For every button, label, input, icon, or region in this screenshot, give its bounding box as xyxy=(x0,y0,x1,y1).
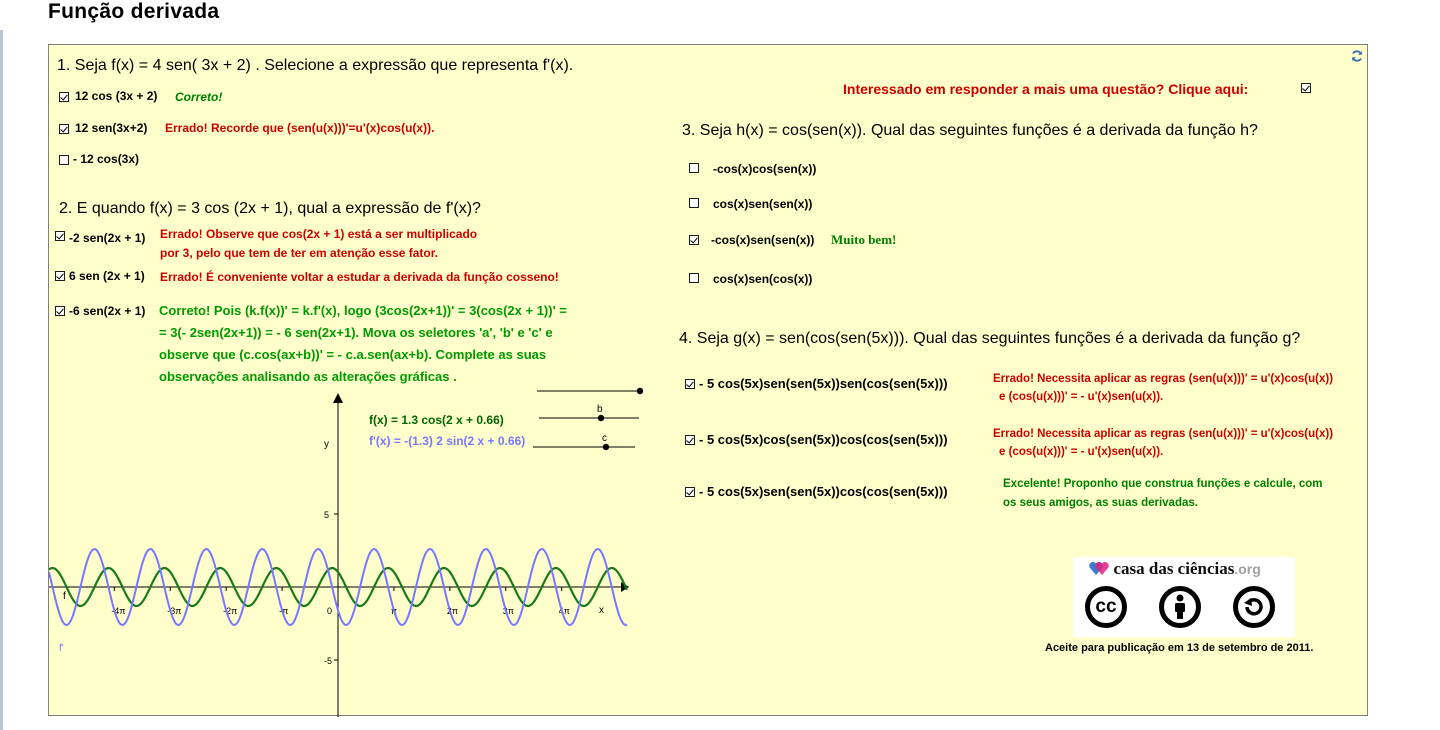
q1-title: 1. Seja f(x) = 4 sen( 3x + 2) . Selecion… xyxy=(57,57,574,74)
logo-name: casa das ciências xyxy=(1113,559,1235,578)
q3-option2-label: cos(x)sen(sen(x)) xyxy=(713,197,813,211)
q3-option3-feedback: Muito bem! xyxy=(831,232,897,247)
slider-b-handle[interactable] xyxy=(597,414,605,422)
more-questions-prompt: Interessado em responder a mais uma ques… xyxy=(843,81,1249,97)
x-tick-label: 0 xyxy=(327,606,332,616)
q4-option1-feedback-line2: e (cos(u(x)))' = - u'(x)sen(u(x)). xyxy=(999,391,1164,403)
q4-option3-checkbox[interactable] xyxy=(685,487,695,497)
x-axis-label: x xyxy=(599,605,604,616)
q2-option3-feedback-line4: observações analisando as alterações grá… xyxy=(159,369,457,384)
f-curve-label: f xyxy=(63,591,66,602)
fprime-curve xyxy=(49,548,628,626)
q4-option1-label: - 5 cos(5x)sen(sen(5x))sen(cos(sen(5x))) xyxy=(699,376,948,391)
slider-c-label: c xyxy=(602,433,607,444)
y-axis-label: y xyxy=(324,439,329,450)
slider-a-label: a xyxy=(636,385,642,388)
f-curve xyxy=(49,566,628,608)
q3-option4-label: cos(x)sen(cos(x)) xyxy=(713,272,813,286)
by-icon xyxy=(1159,586,1201,628)
y-axis-arrow xyxy=(333,393,343,403)
left-edge-bar xyxy=(0,30,3,730)
q1-option3-label: - 12 cos(3x) xyxy=(73,152,140,166)
q2-option3-feedback-line2: = 3(- 2sen(2x+1)) = - 6 sen(2x+1). Mova … xyxy=(159,325,553,340)
x-tick-label: -2π xyxy=(223,606,237,616)
q4-option2-checkbox[interactable] xyxy=(685,435,695,445)
q1-option1-label: 12 cos (3x + 2) xyxy=(75,89,158,103)
geogebra-applet[interactable]: 1. Seja f(x) = 4 sen( 3x + 2) . Selecion… xyxy=(48,44,1368,717)
x-tick-label: -3π xyxy=(167,606,181,616)
q3-option1-label: -cos(x)cos(sen(x)) xyxy=(713,162,817,176)
q2-option1-label: -2 sen(2x + 1) xyxy=(69,231,146,245)
q4-option3-label: - 5 cos(5x)sen(sen(5x))cos(cos(sen(5x))) xyxy=(699,484,948,499)
q1-option2-feedback: Errado! Recorde que (sen(u(x)))'=u'(x)co… xyxy=(165,121,435,135)
q2-option1-feedback-line1: Errado! Observe que cos(2x + 1) está a s… xyxy=(160,227,478,241)
cc-text: cc xyxy=(1095,596,1117,617)
x-tick-label: -4π xyxy=(111,606,125,616)
q4-option2-feedback-line1: Errado! Necessita aplicar as regras (sen… xyxy=(993,428,1334,440)
fprime-expression: f'(x) = -(1.3) 2 sin(2 x + 0.66) xyxy=(369,434,525,448)
q3-option1-checkbox[interactable] xyxy=(689,163,699,173)
q4-option3-feedback-line2: os seus amigos, as suas derivadas. xyxy=(1003,497,1198,509)
q2-title: 2. E quando f(x) = 3 cos (2x + 1), qual … xyxy=(59,200,481,217)
sa-arrow-glyph xyxy=(1244,598,1263,616)
q3-option3-checkbox[interactable] xyxy=(689,235,699,245)
cc-icon: cc xyxy=(1085,586,1127,628)
f-expression: f(x) = 1.3 cos(2 x + 0.66) xyxy=(369,413,504,427)
q4-option2-label: - 5 cos(5x)cos(sen(5x))cos(cos(sen(5x))) xyxy=(699,432,948,447)
slider-b-label: b xyxy=(597,404,603,415)
x-tick-label: 4π xyxy=(559,606,570,616)
x-tick-label: 3π xyxy=(503,606,514,616)
q1-option1-checkbox[interactable] xyxy=(59,92,69,102)
logo-line: casa das ciências.org xyxy=(1089,559,1261,579)
q1-option1-feedback: Correto! xyxy=(175,90,223,104)
refresh-icon[interactable] xyxy=(1350,49,1364,63)
q1-option2-label: 12 sen(3x+2) xyxy=(75,121,148,135)
q1-option3-checkbox[interactable] xyxy=(59,155,69,165)
q2-option2-feedback: Errado! É conveniente voltar a estudar a… xyxy=(160,270,559,284)
q2-option2-checkbox[interactable] xyxy=(55,271,65,281)
q2-option3-feedback-line1: Correto! Pois (k.f(x))' = k.f'(x), logo … xyxy=(159,303,567,318)
q4-option3-feedback-line1: Excelente! Proponho que construa funções… xyxy=(1003,478,1323,490)
q2-option1-feedback-line2: por 3, pelo que tem de ter em atenção es… xyxy=(160,246,439,260)
slider-c-handle[interactable] xyxy=(602,443,610,451)
more-questions-checkbox[interactable] xyxy=(1301,83,1311,93)
q2-option3-label: -6 sen(2x + 1) xyxy=(69,304,146,318)
heart-logo-icon xyxy=(1089,562,1109,575)
logo-domain: .org xyxy=(1234,561,1261,577)
publication-note: Aceite para publicação em 13 de setembro… xyxy=(1045,642,1314,654)
y-tick-label: 5 xyxy=(324,510,329,520)
x-tick-label: 2π xyxy=(447,606,458,616)
q3-option2-checkbox[interactable] xyxy=(689,198,699,208)
by-person-glyph xyxy=(1175,594,1185,619)
q2-option2-label: 6 sen (2x + 1) xyxy=(69,269,145,283)
page-title: Função derivada xyxy=(48,0,220,23)
q3-title: 3. Seja h(x) = cos(sen(x)). Qual das seg… xyxy=(682,122,1258,139)
q2-option1-checkbox[interactable] xyxy=(55,231,65,241)
fprime-curve-label: f' xyxy=(59,643,64,654)
x-tick-label: -π xyxy=(279,606,288,616)
q2-option3-checkbox[interactable] xyxy=(55,306,65,316)
q4-option1-feedback-line1: Errado! Necessita aplicar as regras (sen… xyxy=(993,373,1334,385)
q2-option3-feedback-line3: observe que (c.cos(ax+b))' = - c.a.sen(a… xyxy=(159,347,547,362)
q3-option3-label: -cos(x)sen(sen(x)) xyxy=(711,233,815,247)
q1-option2-checkbox[interactable] xyxy=(59,124,69,134)
q4-title: 4. Seja g(x) = sen(cos(sen(5x))). Qual d… xyxy=(679,330,1301,347)
q4-option2-feedback-line2: e (cos(u(x)))' = - u'(x)sen(u(x)). xyxy=(999,446,1164,458)
q4-option1-checkbox[interactable] xyxy=(685,379,695,389)
sa-icon xyxy=(1233,586,1275,628)
casa-das-ciencias-logo[interactable]: casa das ciências.org cc xyxy=(1073,557,1295,637)
y-tick-label: -5 xyxy=(324,656,332,666)
q3-option4-checkbox[interactable] xyxy=(689,273,699,283)
slider-a-handle[interactable] xyxy=(636,387,644,395)
